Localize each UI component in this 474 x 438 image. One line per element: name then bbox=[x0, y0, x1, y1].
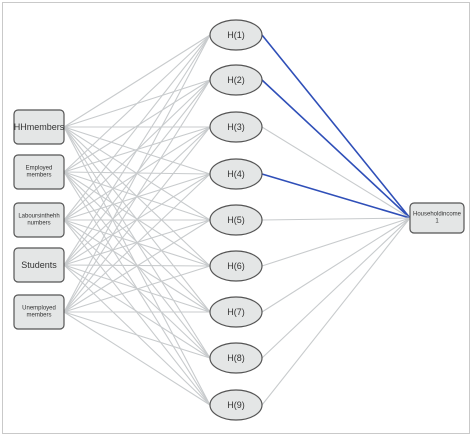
hidden-node-6: H(6) bbox=[209, 250, 263, 282]
hidden-node-2: H(2) bbox=[209, 64, 263, 96]
edge-input-5-hidden-1 bbox=[63, 34, 211, 313]
hidden-node-3: H(3) bbox=[209, 111, 263, 143]
hidden-node-7: H(7) bbox=[209, 296, 263, 328]
edge-hidden-3-output bbox=[261, 126, 411, 219]
edge-input-5-hidden-8 bbox=[63, 311, 211, 359]
edge-hidden-2-output bbox=[261, 79, 411, 219]
hidden-node-5: H(5) bbox=[209, 204, 263, 236]
connection-layer bbox=[63, 34, 411, 406]
hidden-node-label: H(8) bbox=[227, 353, 245, 363]
edge-hidden-6-output bbox=[261, 217, 411, 267]
edge-input-2-hidden-2 bbox=[63, 79, 211, 173]
edge-input-1-hidden-1 bbox=[63, 34, 211, 128]
hidden-node-9: H(9) bbox=[209, 389, 263, 421]
edge-input-2-hidden-1 bbox=[63, 34, 211, 173]
edge-input-5-hidden-5 bbox=[63, 219, 211, 313]
hidden-node-label: H(3) bbox=[227, 122, 245, 132]
hidden-node-1: H(1) bbox=[209, 19, 263, 51]
hidden-node-label: H(4) bbox=[227, 169, 245, 179]
edge-hidden-8-output bbox=[261, 217, 411, 359]
edge-hidden-1-output bbox=[261, 34, 411, 219]
input-node-1: HHmembers bbox=[13, 109, 65, 145]
edge-hidden-9-output bbox=[261, 217, 411, 406]
edge-input-5-hidden-4 bbox=[63, 173, 211, 313]
edge-input-5-hidden-6 bbox=[63, 265, 211, 313]
hidden-node-label: H(2) bbox=[227, 75, 245, 85]
edge-hidden-7-output bbox=[261, 217, 411, 313]
hidden-node-label: H(7) bbox=[227, 307, 245, 317]
hidden-node-label: H(9) bbox=[227, 400, 245, 410]
edge-hidden-5-output bbox=[261, 217, 411, 221]
edge-input-5-hidden-9 bbox=[63, 311, 211, 406]
diagram-frame bbox=[2, 2, 470, 434]
edge-input-5-hidden-2 bbox=[63, 79, 211, 313]
edge-input-3-hidden-1 bbox=[63, 34, 211, 221]
edge-input-4-hidden-1 bbox=[63, 34, 211, 266]
hidden-node-8: H(8) bbox=[209, 342, 263, 374]
hidden-node-label: H(5) bbox=[227, 215, 245, 225]
hidden-node-label: H(1) bbox=[227, 30, 245, 40]
input-node-4: Students bbox=[13, 247, 65, 283]
hidden-node-label: H(6) bbox=[227, 261, 245, 271]
input-node-label: Students bbox=[21, 260, 57, 270]
edge-input-5-hidden-3 bbox=[63, 126, 211, 313]
hidden-node-4: H(4) bbox=[209, 158, 263, 190]
edge-hidden-4-output bbox=[261, 173, 411, 219]
input-node-label: HHmembers bbox=[14, 122, 65, 132]
